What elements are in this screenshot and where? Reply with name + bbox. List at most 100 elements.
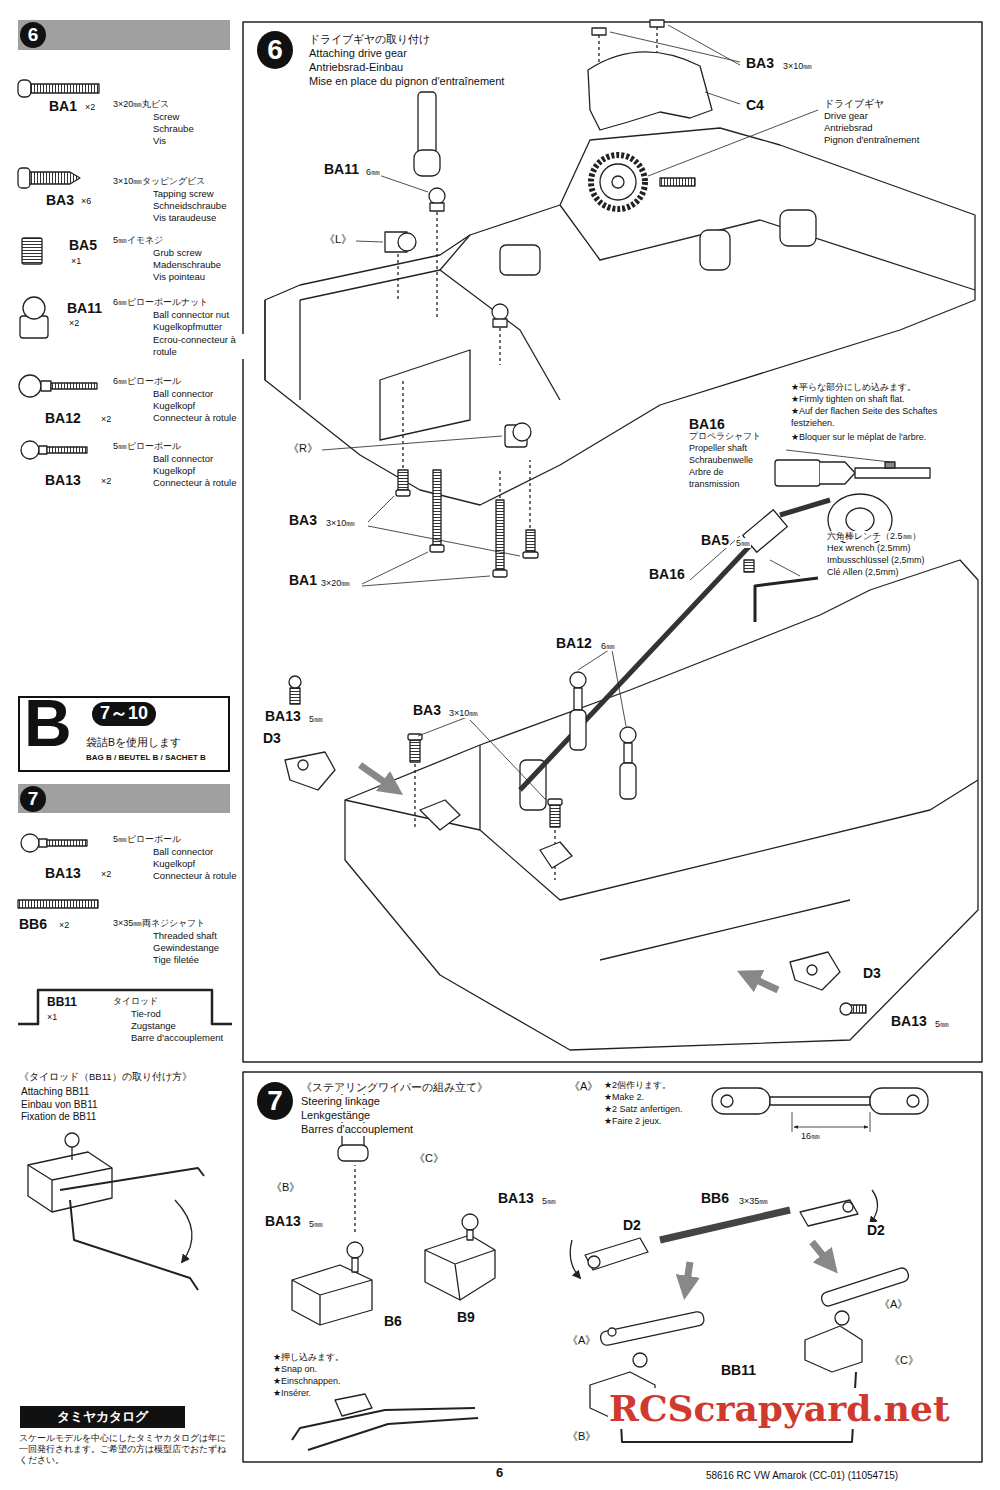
- node-heading: B: [24, 690, 72, 756]
- annotation-text: スケールモデルを中心にしたタミヤカタログは年に一回発行されます。ご希望の方は模型…: [18, 1433, 235, 1466]
- annotation-text: 3×10㎜: [782, 61, 813, 71]
- part-code: BA3: [288, 512, 318, 528]
- annotation-text: Zugstange: [130, 1021, 177, 1032]
- annotation-text: 《タイロッド（BB11）の取り付け方》: [18, 1072, 193, 1083]
- annotation-text: Einbau von BB11: [20, 1099, 99, 1111]
- annotation-text: 《A》: [568, 1080, 599, 1093]
- step-header-bar: 6: [18, 20, 230, 50]
- annotation-text: ★Make 2.: [603, 1092, 645, 1102]
- annotation-text: 5㎜: [934, 1019, 950, 1029]
- annotation-text: 58616 RC VW Amarok (CC-01) (11054715): [705, 1470, 899, 1482]
- part-code: BA13: [890, 1013, 928, 1029]
- part-code: BA1: [48, 98, 78, 114]
- annotation-text: Ecrou-connecteur à rotule: [152, 334, 254, 359]
- annotation-text: タイロッド: [112, 996, 159, 1006]
- part-code: D3: [862, 965, 882, 981]
- annotation-text: Vis: [152, 136, 167, 147]
- annotation-text: Schneidschraube: [152, 201, 227, 212]
- annotation-text: 5㎜: [541, 1196, 557, 1206]
- annotation-text: 《R》: [287, 442, 319, 455]
- annotation-text: ★2個作ります。: [603, 1080, 672, 1090]
- annotation-text: Grub screw: [152, 248, 203, 259]
- annotation-text: Fixation de BB11: [20, 1111, 97, 1123]
- annotation-text: ★Insérer.: [272, 1388, 312, 1398]
- part-code: BB6: [18, 916, 48, 932]
- part-code: BA5: [68, 237, 98, 253]
- annotation-text: ×1: [70, 256, 82, 266]
- part-code: BA13: [44, 472, 82, 488]
- annotation-text: 《L》: [323, 233, 353, 246]
- annotation-text: ×2: [100, 476, 112, 486]
- annotation-text: Antriebsrad: [823, 123, 874, 134]
- part-code: BA13: [44, 865, 82, 881]
- annotation-text: Kugelkopf: [152, 466, 196, 477]
- part-code: BA16: [688, 416, 726, 432]
- annotation-text: Kugelkopfmutter: [152, 322, 223, 333]
- annotation-text: 5㎜: [735, 538, 751, 548]
- node-heading: 7: [267, 1087, 283, 1115]
- annotation-text: Schraubenwelle: [688, 455, 754, 465]
- annotation-text: ×2: [68, 318, 80, 328]
- annotation-text: ×2: [58, 920, 70, 930]
- annotation-text: ★押し込みます。: [272, 1352, 345, 1362]
- annotation-text: Vis taraudeuse: [152, 213, 217, 224]
- annotation-text: 5㎜イモネジ: [112, 235, 164, 245]
- annotation-text: ×1: [46, 1012, 58, 1022]
- annotation-text: 3×10㎜: [325, 518, 356, 528]
- annotation-text: 3×20㎜丸ビス: [112, 99, 170, 109]
- annotation-text: 六角棒レンチ（2.5㎜）: [826, 531, 922, 541]
- annotation-text: ★Auf der flachen Seite des Schaftes fest…: [790, 406, 962, 429]
- annotation-text: プロペラシャフト: [688, 431, 762, 441]
- annotation-text: Imbusschlüssel (2,5mm): [826, 555, 926, 565]
- annotation-text: Clé Allen (2,5mm): [826, 567, 900, 577]
- part-code: B6: [383, 1313, 403, 1329]
- node-text: BAG B / BEUTEL B / SACHET B: [86, 753, 206, 762]
- node-heading: 6: [20, 22, 46, 48]
- step-number-circle: 7: [257, 1082, 293, 1120]
- annotation-text: 6㎜ピローボールナット: [112, 297, 209, 307]
- annotation-text: 《ステアリングワイパーの組み立て》: [300, 1081, 489, 1094]
- annotation-text: ★Einschnappen.: [272, 1376, 342, 1386]
- annotation-text: Barres d'accouplement: [300, 1123, 414, 1136]
- node-text: 7～10: [92, 702, 156, 726]
- annotation-text: Attaching BB11: [20, 1086, 90, 1098]
- annotation-text: 《C》: [413, 1152, 445, 1165]
- step-header-bar: 7: [18, 784, 230, 813]
- annotation-text: Ball connector: [152, 389, 214, 400]
- annotation-text: ×2: [100, 869, 112, 879]
- annotation-text: ★2 Satz anfertigen.: [603, 1104, 684, 1114]
- part-code: BA16: [648, 566, 686, 582]
- annotation-text: Schraube: [152, 124, 195, 135]
- annotation-text: ★Faire 2 jeux.: [603, 1116, 663, 1126]
- annotation-text: 6㎜ピローボール: [112, 376, 182, 386]
- step-number-circle: 6: [257, 31, 293, 69]
- part-code: D2: [622, 1217, 642, 1233]
- annotation-text: 5㎜: [308, 1219, 324, 1229]
- annotation-text: ドライブギヤ: [823, 99, 885, 110]
- part-code: D3: [262, 730, 282, 746]
- annotation-text: ★平らな部分にしめ込みます。: [790, 382, 917, 392]
- annotation-text: 5㎜ピローボール: [112, 834, 182, 844]
- part-code: BA12: [555, 635, 593, 651]
- annotation-text: ★Firmly tighten on shaft flat.: [790, 394, 906, 404]
- annotation-text: 《A》: [878, 1298, 909, 1311]
- part-code: B9: [456, 1309, 476, 1325]
- annotation-text: Tige filetée: [152, 955, 200, 966]
- annotation-text: Vis pointeau: [152, 272, 206, 283]
- annotation-text: Attaching drive gear: [308, 47, 408, 60]
- annotation-text: 《C》: [888, 1354, 920, 1367]
- annotation-text: Pignon d'entraînement: [823, 135, 920, 146]
- annotation-text: Barre d'accouplement: [130, 1033, 224, 1044]
- part-code: BA12: [44, 410, 82, 426]
- annotation-text: 6㎜: [600, 641, 616, 651]
- part-code: BA13: [264, 1213, 302, 1229]
- part-code: BA1: [288, 572, 318, 588]
- annotation-text: 《B》: [566, 1430, 597, 1443]
- annotation-text: 5㎜ピローボール: [112, 441, 182, 451]
- annotation-text: 《B》: [270, 1181, 301, 1194]
- annotation-text: Antriebsrad-Einbau: [308, 61, 404, 74]
- annotation-text: 3×10㎜タッピングビス: [112, 176, 206, 186]
- annotation-text: Gewindestange: [152, 943, 220, 954]
- annotation-text: 3×35㎜両ネジシャフト: [112, 918, 206, 928]
- part-code: 6: [495, 1466, 504, 1481]
